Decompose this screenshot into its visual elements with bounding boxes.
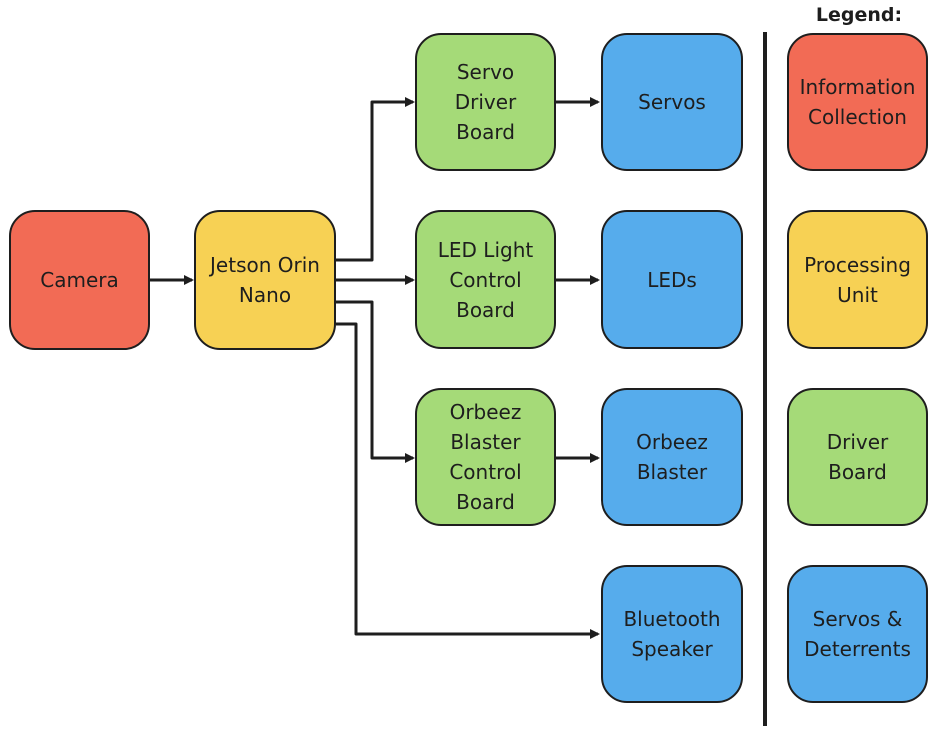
edge-jetson-to-servo-driver bbox=[336, 97, 415, 262]
leds-node: LEDs bbox=[601, 210, 743, 349]
orbeez-control-board-node: Orbeez Blaster Control Board bbox=[415, 388, 556, 526]
orbeez-blaster-node: Orbeez Blaster bbox=[601, 388, 743, 526]
legend-information-collection: Information Collection bbox=[787, 33, 928, 171]
led-control-board-node: LED Light Control Board bbox=[415, 210, 556, 349]
edge-jetson-to-orbeez-board bbox=[336, 300, 415, 463]
legend-divider bbox=[763, 32, 767, 726]
camera-node: Camera bbox=[9, 210, 150, 350]
legend-driver-board: Driver Board bbox=[787, 388, 928, 526]
servo-driver-board-node: Servo Driver Board bbox=[415, 33, 556, 171]
edge-jetson-to-speaker bbox=[336, 322, 600, 639]
bluetooth-speaker-node: Bluetooth Speaker bbox=[601, 565, 743, 703]
legend-processing-unit: Processing Unit bbox=[787, 210, 928, 349]
legend-servos-deterrents: Servos & Deterrents bbox=[787, 565, 928, 703]
servos-node: Servos bbox=[601, 33, 743, 171]
legend-title: Legend: bbox=[815, 4, 903, 26]
jetson-orin-nano-node: Jetson Orin Nano bbox=[194, 210, 336, 350]
